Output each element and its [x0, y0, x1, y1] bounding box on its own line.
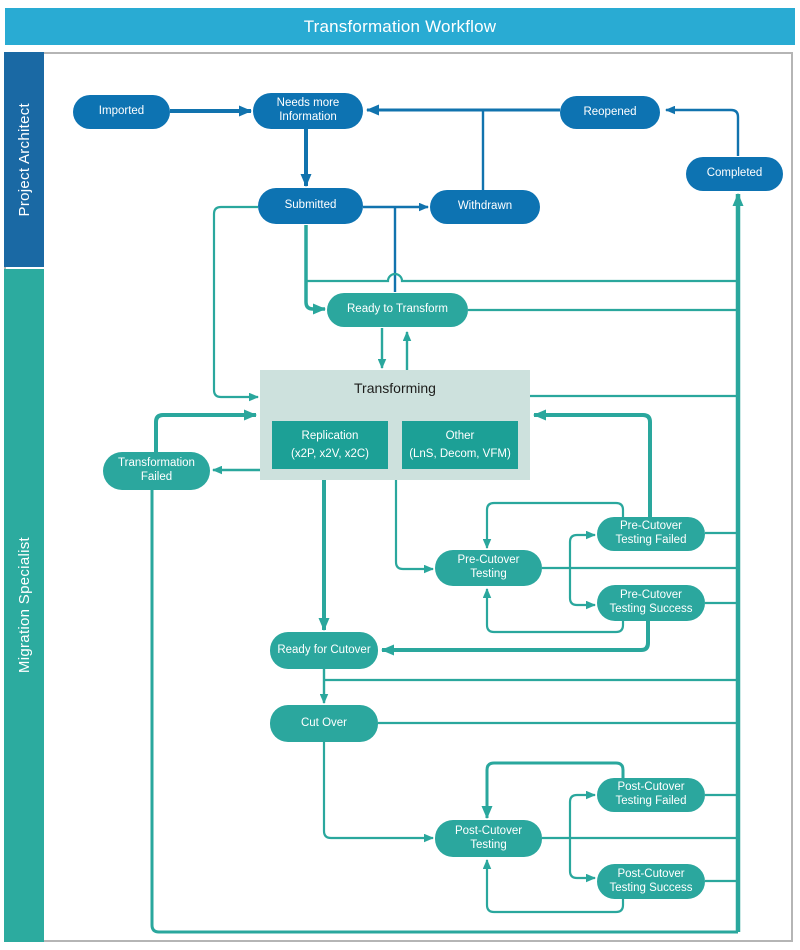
node-ready-to-transform: Ready to Transform [327, 293, 468, 327]
edge-rail-branch-top [306, 272, 738, 283]
node-replication: Replication (x2P, x2V, x2C) [272, 421, 388, 469]
transforming-title: Transforming [354, 380, 436, 396]
node-post-cutover-testing: Post-Cutover Testing [435, 820, 542, 857]
node-cut-over: Cut Over [270, 705, 378, 742]
node-submitted: Submitted [258, 188, 363, 224]
edge-cut-over-to-post-cutover-testing [322, 742, 434, 843]
node-reopened: Reopened [560, 96, 660, 129]
node-pre-cutover-testing-failed: Pre-Cutover Testing Failed [597, 517, 705, 551]
node-post-cutover-testing-success: Post-Cutover Testing Success [597, 864, 705, 899]
node-ready-for-cutover: Ready for Cutover [270, 632, 378, 669]
edge-submitted-to-transforming [212, 205, 259, 402]
lane-migration-specialist: Migration Specialist [4, 269, 44, 942]
edge-post-testing-to-failed [568, 790, 596, 838]
edge-pre-success-to-ready-for-cutover [381, 621, 650, 656]
edge-pre-failed-to-transforming [533, 409, 652, 517]
edge-pre-failed-loop-to-testing [482, 501, 625, 549]
node-imported: Imported [73, 95, 170, 129]
node-other: Other (LnS, Decom, VFM) [402, 421, 518, 469]
page-title: Transformation Workflow [303, 16, 497, 36]
edge-pre-success-loop-to-testing [482, 588, 625, 634]
edge-pre-testing-to-success [568, 568, 596, 610]
node-withdrawn: Withdrawn [430, 190, 540, 224]
edge-post-testing-to-success [568, 838, 596, 883]
node-transformation-failed: Transformation Failed [103, 452, 210, 490]
edge-transformation-failed-bottom-rail [150, 490, 738, 934]
edge-post-success-loop-to-testing [482, 859, 625, 914]
node-pre-cutover-testing-success: Pre-Cutover Testing Success [597, 585, 705, 621]
node-pre-cutover-testing: Pre-Cutover Testing [435, 550, 542, 586]
node-post-cutover-testing-failed: Post-Cutover Testing Failed [597, 778, 705, 812]
edge-pre-testing-to-failed [568, 530, 596, 568]
edge-transforming-to-pre-cutover-testing [394, 480, 434, 574]
lane-project-architect: Project Architect [4, 52, 44, 267]
edge-submitted-down-to-ready-to-transform [304, 225, 326, 315]
node-completed: Completed [686, 157, 783, 191]
title-bar: Transformation Workflow [5, 8, 795, 45]
node-needs-more-information: Needs more Information [253, 93, 363, 129]
edge-completed-to-reopened [665, 105, 740, 156]
edge-transformation-failed-to-transforming [154, 409, 257, 452]
edge-post-failed-loop-to-testing [481, 761, 625, 819]
node-transforming: Transforming Replication (x2P, x2V, x2C)… [260, 370, 530, 480]
